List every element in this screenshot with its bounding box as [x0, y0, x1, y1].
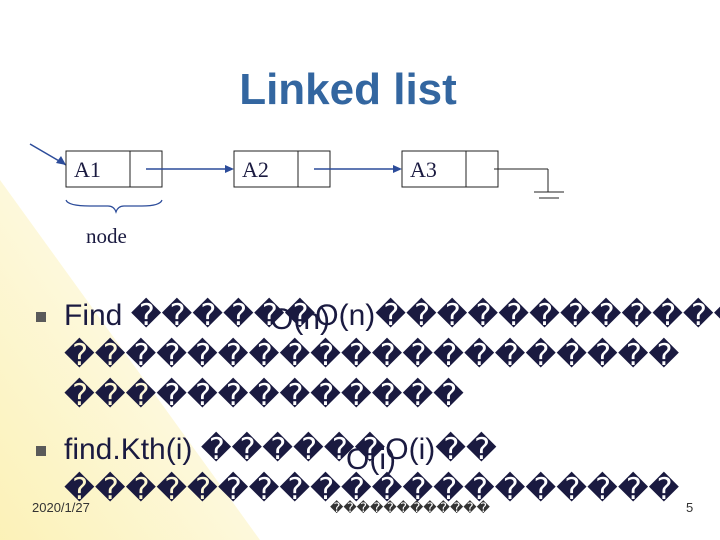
footer-date: 2020/1/27: [32, 500, 90, 515]
footer-center: ������������: [330, 500, 490, 515]
node-a2-label: A2: [242, 157, 269, 182]
slide-title: Linked list: [239, 65, 457, 114]
node-a1: A1: [65, 150, 163, 188]
link-arrow-1: [146, 165, 234, 173]
node-a1-label: A1: [74, 157, 101, 182]
footer-page-number: 5: [686, 500, 694, 515]
bullet-line: find.Kth(i) ������O(i)��: [64, 433, 497, 466]
node-caption: node: [86, 224, 127, 248]
link-arrow-2: [314, 165, 402, 173]
complexity-find-kth: O(i): [346, 443, 396, 476]
node-a3-label: A3: [410, 157, 437, 182]
bullet-list: Find ������O(n)������������ ������������…: [36, 296, 720, 510]
null-ground-icon: [494, 168, 564, 199]
bullet-line: ��������������������: [64, 473, 680, 506]
bullet-find-kth: find.Kth(i) ������O(i)�� ���������������…: [36, 430, 720, 510]
bullet-line: Find ������O(n)������������: [64, 299, 720, 332]
bullet-square-icon: [36, 446, 46, 456]
bullet-line: ��������������������: [64, 339, 680, 372]
bullet-find: Find ������O(n)������������ ������������…: [36, 296, 720, 416]
node-a3: A3: [401, 150, 499, 188]
bullet-line: �������������: [64, 379, 464, 412]
node-brace-icon: [65, 199, 163, 214]
complexity-find: O(n): [270, 303, 330, 336]
bullet-square-icon: [36, 312, 46, 322]
head-pointer-arrow: [29, 143, 67, 166]
node-a2: A2: [233, 150, 331, 188]
